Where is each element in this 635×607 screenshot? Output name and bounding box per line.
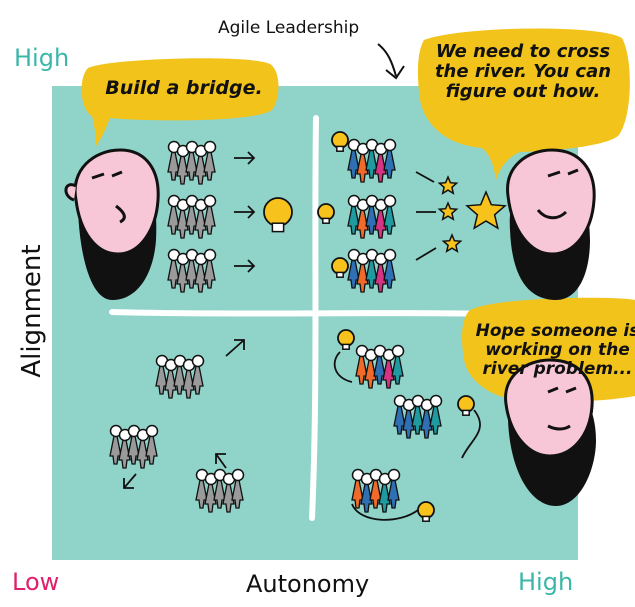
bulb-tr-1: [331, 131, 349, 152]
manager-face-left: [64, 148, 160, 300]
arrow-tl-2: [234, 205, 256, 219]
bubble-3-text: Hope someone is working on the river pro…: [475, 321, 635, 379]
bulb-tr-2: [317, 203, 335, 224]
speech-bubble-2: [417, 28, 630, 180]
team-bottom-left-2: [109, 424, 159, 469]
arrow-tl-3: [234, 259, 256, 273]
speech-bubble-1: [81, 58, 279, 147]
manager-face-bottom-right: [504, 358, 596, 506]
bulb-br-1: [337, 329, 355, 350]
x-axis-low-label: Low: [12, 568, 60, 596]
bulb-top-left: [263, 197, 293, 233]
arrow-bl-3: [215, 453, 227, 469]
bubble-2-text: We need to cross the river. You can figu…: [434, 41, 612, 102]
diagram-title: Agile Leadership: [218, 18, 360, 38]
arrow-tr-3: [415, 247, 437, 261]
bulb-br-3: [417, 501, 435, 522]
star-tr-1: [437, 175, 459, 195]
arrow-bl-2: [123, 473, 137, 489]
arrow-tr-1: [415, 171, 435, 183]
bubble-1-text: Build a bridge.: [105, 77, 263, 99]
team-bottom-right-1: [355, 344, 405, 389]
team-bottom-left-3: [195, 468, 245, 513]
star-tr-3: [441, 233, 463, 253]
star-tr-2: [437, 201, 459, 221]
y-axis-high-label: High: [14, 44, 70, 72]
x-axis-high-label: High: [518, 568, 574, 596]
arrow-br-3: [351, 503, 419, 521]
team-top-left-1: [167, 140, 217, 185]
x-axis-label: Autonomy: [246, 570, 370, 598]
bulb-br-2: [457, 395, 475, 416]
title-arrow: [377, 43, 405, 80]
team-top-left-3: [167, 248, 217, 293]
team-bottom-right-2: [393, 394, 443, 439]
arrow-bl-1: [225, 339, 245, 357]
star-tr-big: [465, 190, 507, 230]
arrow-br-1: [333, 351, 353, 383]
y-axis-label: Alignment: [17, 244, 47, 378]
team-top-right-3: [347, 248, 397, 293]
bulb-tr-3: [331, 257, 349, 278]
manager-face-right: [506, 148, 596, 300]
team-top-left-2: [167, 194, 217, 239]
arrow-tl-1: [234, 151, 256, 165]
diagram-marks: [109, 131, 507, 522]
team-bottom-left-1: [155, 354, 205, 399]
team-top-right-2: [347, 194, 397, 239]
vertical-divider: [309, 115, 319, 521]
arrow-br-2: [461, 409, 481, 459]
team-top-right-1: [347, 138, 397, 183]
team-bottom-right-3: [351, 468, 401, 513]
